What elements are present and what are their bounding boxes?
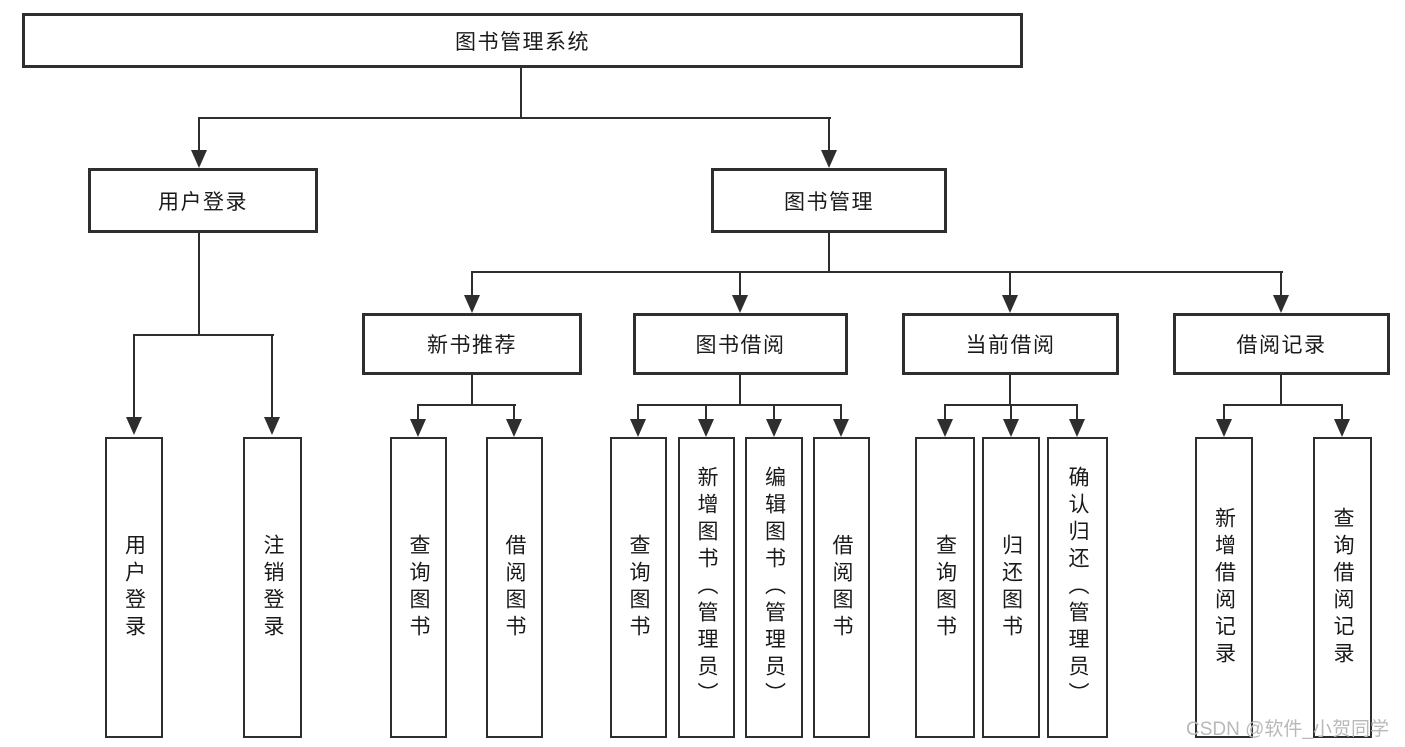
arrow-down-icon: [821, 150, 837, 168]
connector-stub: [739, 375, 741, 406]
connector-shaft: [417, 404, 419, 420]
node-label: 用户登录: [158, 190, 248, 214]
arrow-down-icon: [732, 295, 748, 313]
arrow-down-icon: [464, 295, 480, 313]
connector-stub: [471, 375, 473, 406]
leaf-edit-books-admin: 编辑图书（管理员）: [745, 437, 803, 738]
leaf-label: 查询图书: [407, 533, 430, 642]
arrow-down-icon: [1069, 419, 1085, 437]
leaf-query-borrow-record: 查询借阅记录: [1313, 437, 1372, 738]
connector-stub: [1009, 375, 1011, 406]
leaf-borrow-books-recommend: 借阅图书: [486, 437, 543, 738]
arrow-down-icon: [1273, 295, 1289, 313]
arrow-down-icon: [630, 419, 646, 437]
connector-level2-rail: [471, 271, 1283, 273]
node-label: 当前借阅: [965, 334, 1056, 357]
connector-shaft: [133, 334, 135, 418]
connector-shaft: [271, 334, 273, 418]
leaf-label: 确认归还（管理员）: [1066, 466, 1089, 709]
leaf-label: 查询图书: [933, 533, 957, 642]
csdn-watermark: CSDN @软件_小贺同学: [1186, 719, 1389, 740]
connector-shaft: [840, 404, 842, 420]
leaf-user-login: 用户登录: [105, 437, 163, 738]
leaf-query-books-current: 查询图书: [915, 437, 975, 738]
connector-user-login-rail: [133, 334, 274, 336]
connector-root-stub: [520, 68, 522, 118]
connector-shaft: [1076, 404, 1078, 420]
arrow-down-icon: [506, 419, 522, 437]
arrow-down-icon: [833, 419, 849, 437]
connector-leaf-rail: [1223, 404, 1343, 406]
leaf-label: 借阅图书: [503, 533, 526, 642]
arrow-down-icon: [1216, 419, 1232, 437]
leaf-borrow-books: 借阅图书: [813, 437, 870, 738]
connector-stub: [1280, 375, 1282, 406]
node-book-management: 图书管理: [711, 168, 947, 233]
leaf-logout: 注销登录: [243, 437, 302, 738]
connector-book-mgmt-stub: [828, 233, 830, 273]
connector-shaft: [944, 404, 946, 420]
leaf-label: 借阅图书: [830, 533, 853, 642]
node-label: 新书推荐: [427, 334, 517, 357]
connector-shaft: [1341, 404, 1343, 420]
connector-shaft: [739, 271, 741, 297]
arrow-down-icon: [1334, 419, 1350, 437]
arrow-down-icon: [126, 417, 142, 435]
connector-shaft: [1009, 271, 1011, 297]
connector-leaf-rail: [417, 404, 516, 406]
node-book-borrowing: 图书借阅: [633, 313, 848, 375]
node-user-login: 用户登录: [88, 168, 318, 233]
connector-shaft: [471, 271, 473, 297]
connector-shaft: [773, 404, 775, 420]
node-current-borrowing: 当前借阅: [902, 313, 1119, 375]
connector-shaft: [1223, 404, 1225, 420]
node-borrowing-records: 借阅记录: [1173, 313, 1390, 375]
node-label: 图书管理: [784, 190, 874, 214]
connector-shaft: [1280, 271, 1282, 297]
arrow-down-icon: [698, 419, 714, 437]
leaf-label: 注销登录: [261, 533, 284, 642]
connector-shaft: [637, 404, 639, 420]
leaf-label: 新增借阅记录: [1212, 506, 1236, 669]
arrow-down-icon: [937, 419, 953, 437]
connector-shaft: [828, 117, 830, 152]
leaf-return-books: 归还图书: [982, 437, 1040, 738]
arrow-down-icon: [1003, 419, 1019, 437]
leaf-add-borrow-record: 新增借阅记录: [1195, 437, 1253, 738]
leaf-label: 新增图书（管理员）: [695, 466, 718, 709]
connector-level1-rail: [198, 117, 831, 119]
connector-shaft: [513, 404, 515, 420]
leaf-label: 用户登录: [122, 533, 146, 642]
connector-shaft: [705, 404, 707, 420]
connector-shaft: [1010, 404, 1012, 420]
leaf-label: 归还图书: [999, 533, 1023, 642]
leaf-label: 查询借阅记录: [1331, 506, 1354, 669]
leaf-query-books-recommend: 查询图书: [390, 437, 447, 738]
arrow-down-icon: [191, 150, 207, 168]
connector-user-login-stub: [198, 233, 200, 336]
node-label: 图书管理系统: [455, 30, 590, 54]
arrow-down-icon: [1002, 295, 1018, 313]
connector-shaft: [198, 117, 200, 152]
node-new-book-recommendation: 新书推荐: [362, 313, 582, 375]
arrow-down-icon: [410, 419, 426, 437]
connector-leaf-rail: [637, 404, 842, 406]
node-label: 图书借阅: [695, 334, 786, 357]
leaf-confirm-return-admin: 确认归还（管理员）: [1047, 437, 1108, 738]
node-label: 借阅记录: [1236, 334, 1327, 357]
leaf-query-books-borrow: 查询图书: [610, 437, 667, 738]
leaf-add-books-admin: 新增图书（管理员）: [678, 437, 735, 738]
leaf-label: 查询图书: [627, 533, 650, 642]
arrow-down-icon: [264, 417, 280, 435]
arrow-down-icon: [766, 419, 782, 437]
leaf-label: 编辑图书（管理员）: [762, 466, 786, 709]
node-library-management-system: 图书管理系统: [22, 13, 1023, 68]
